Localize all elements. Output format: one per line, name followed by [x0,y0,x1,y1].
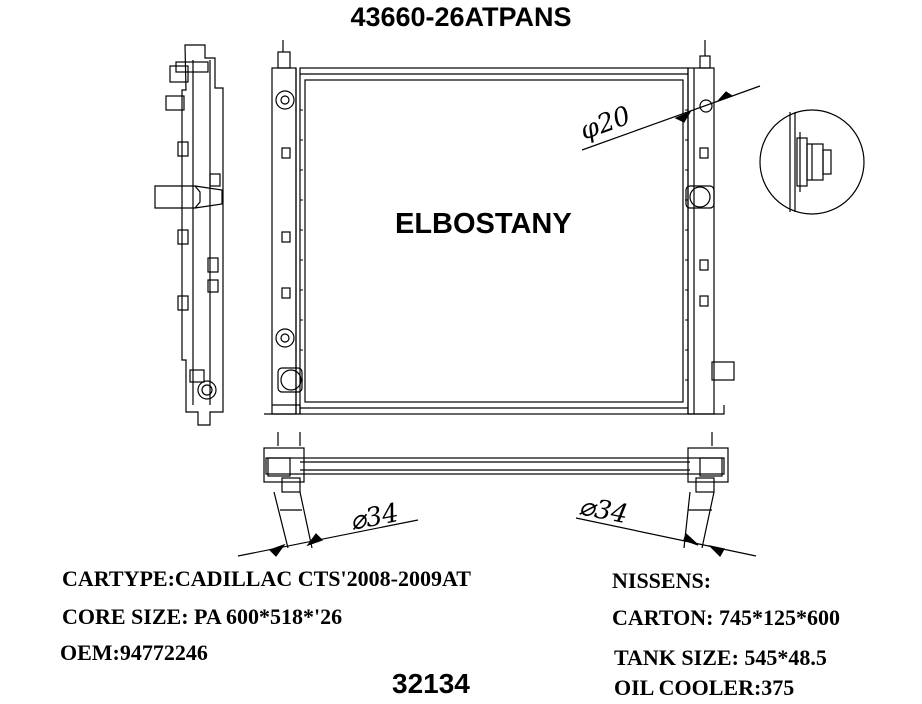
cartype-spec: CARTYPE:CADILLAC CTS'2008-2009AT [62,566,471,591]
port-dimension-leader [581,85,761,151]
radiator-bottom-view [237,432,757,557]
page-title: 43660-26ATPANS [350,2,572,32]
fitting-detail-view [759,109,865,215]
oil-cooler-spec: OIL COOLER:375 [614,675,795,700]
port-diameter-label: φ20 [576,101,634,147]
tank-side-view [154,44,224,426]
tank-size-spec: TANK SIZE: 545*48.5 [614,645,827,670]
core-fin-marks [300,109,688,381]
carton-spec: CARTON: 745*125*600 [612,605,840,630]
part-number: 32134 [392,668,470,699]
right-pipe-diameter-label: ⌀34 [577,491,631,530]
left-pipe-diameter-label: ⌀34 [348,498,402,537]
brand-label: ELBOSTANY [395,208,572,240]
oem-spec: OEM:94772246 [60,640,208,665]
nissens-spec: NISSENS: [612,568,712,593]
core-size-spec: CORE SIZE: PA 600*518*'26 [62,604,343,629]
